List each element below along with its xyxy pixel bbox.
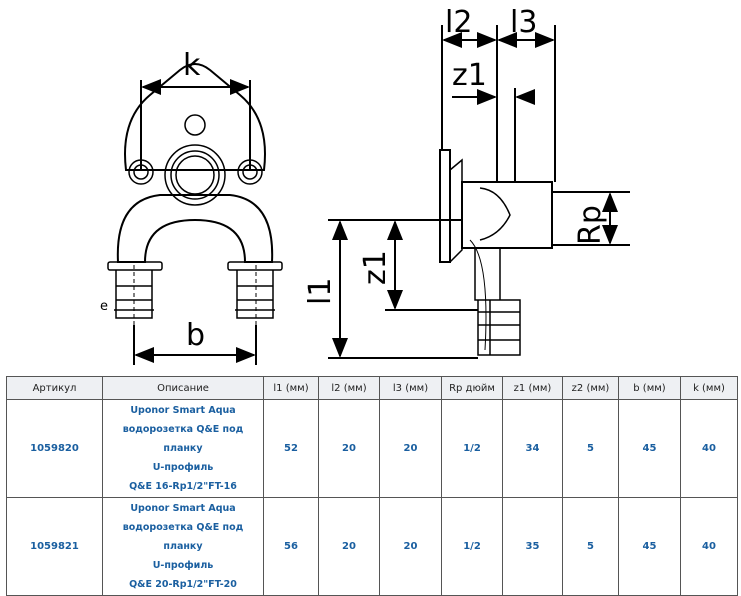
dim-k-label: k — [183, 48, 201, 83]
col-l3: l3 (мм) — [379, 376, 442, 400]
technical-drawing: k b e l2 l3 z1 Rp l1 z1 — [100, 5, 630, 365]
desc-line: Uponor Smart Aqua — [130, 405, 236, 416]
desc-line: Q&E 20-Rp1/2"FT-20 — [129, 579, 237, 590]
desc-line: U-профиль — [152, 462, 214, 473]
description-link[interactable]: Uponor Smart Aqua водорозетка Q&E под пл… — [102, 497, 264, 596]
desc-line: Q&E 16-Rp1/2"FT-16 — [129, 481, 237, 492]
col-rp: Rp дюйм — [441, 376, 503, 400]
desc-line: U-профиль — [152, 560, 214, 571]
dim-l1-label: l1 — [303, 278, 338, 305]
cell-l3: 20 — [379, 399, 442, 498]
desc-line: водорозетка Q&E под планку — [122, 522, 244, 552]
dim-rp-label: Rp — [573, 205, 608, 245]
dim-l3-label: l3 — [510, 5, 537, 40]
col-k: k (мм) — [680, 376, 738, 400]
product-table: Артикул Описание l1 (мм) l2 (мм) l3 (мм)… — [6, 376, 738, 596]
cell-z2: 5 — [562, 399, 619, 498]
dim-z1-side-label: z1 — [358, 250, 393, 285]
cell-l1: 56 — [263, 497, 319, 596]
col-b: b (мм) — [618, 376, 681, 400]
cell-b: 45 — [618, 399, 681, 498]
col-z1: z1 (мм) — [502, 376, 563, 400]
side-view — [439, 149, 553, 356]
description-link[interactable]: Uponor Smart Aqua водорозетка Q&E под пл… — [102, 399, 264, 498]
front-dimensions — [133, 79, 257, 365]
cell-l1: 52 — [263, 399, 319, 498]
col-l1: l1 (мм) — [263, 376, 319, 400]
front-view — [107, 63, 283, 325]
cell-l2: 20 — [318, 497, 380, 596]
dim-b-label: b — [186, 318, 205, 353]
col-description: Описание — [102, 376, 264, 400]
table-header-row: Артикул Описание l1 (мм) l2 (мм) l3 (мм)… — [6, 376, 738, 400]
dim-l2-label: l2 — [445, 5, 472, 40]
cell-rp: 1/2 — [441, 399, 503, 498]
cell-l3: 20 — [379, 497, 442, 596]
col-l2: l2 (мм) — [318, 376, 380, 400]
table-row: 1059820 Uponor Smart Aqua водорозетка Q&… — [6, 399, 738, 498]
cell-k: 40 — [680, 497, 738, 596]
cell-k: 40 — [680, 399, 738, 498]
cell-z2: 5 — [562, 497, 619, 596]
article-link[interactable]: 1059821 — [6, 497, 103, 596]
dim-e-label: e — [100, 299, 108, 314]
article-link[interactable]: 1059820 — [6, 399, 103, 498]
cell-z1: 34 — [502, 399, 563, 498]
col-z2: z2 (мм) — [562, 376, 619, 400]
col-article: Артикул — [6, 376, 103, 400]
cell-z1: 35 — [502, 497, 563, 596]
dim-z1-top-label: z1 — [452, 58, 487, 93]
desc-line: водорозетка Q&E под планку — [122, 424, 244, 454]
desc-line: Uponor Smart Aqua — [130, 503, 236, 514]
cell-rp: 1/2 — [441, 497, 503, 596]
table-row: 1059821 Uponor Smart Aqua водорозетка Q&… — [6, 497, 738, 596]
cell-l2: 20 — [318, 399, 380, 498]
side-dimensions — [328, 25, 630, 359]
cell-b: 45 — [618, 497, 681, 596]
